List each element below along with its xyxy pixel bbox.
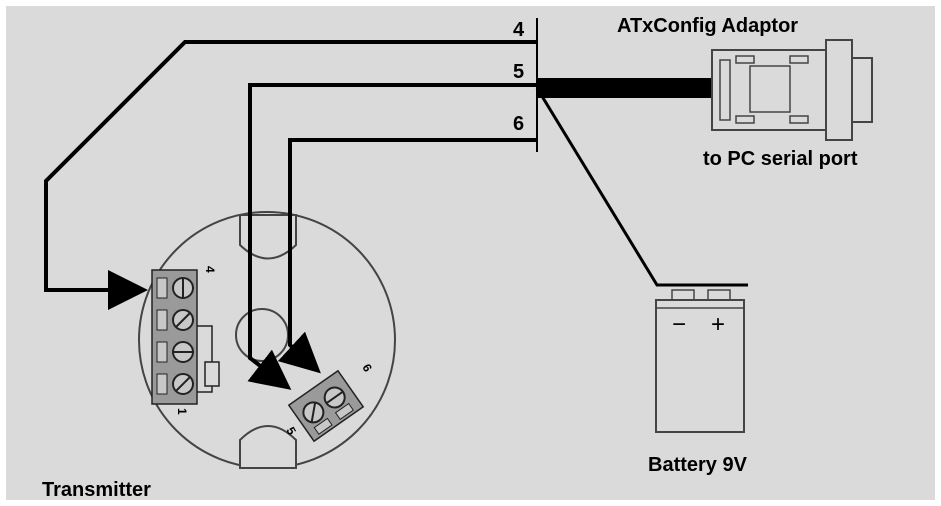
resistor-link: [197, 325, 213, 362]
screw-terminal-2: [156, 341, 194, 363]
terminal-block-1-4: [151, 269, 220, 405]
terminal-number-1: 1: [175, 408, 189, 415]
screw-terminal-3: [156, 309, 194, 331]
wire-label-6: 6: [513, 113, 524, 135]
screw-terminal-4: [156, 277, 194, 299]
wire-battery: [535, 87, 748, 287]
battery: [655, 289, 745, 433]
adaptor-cable: [537, 78, 723, 98]
adaptor-label: ATxConfig Adaptor: [617, 15, 798, 37]
battery-plus-terminal: +: [711, 311, 725, 338]
terminal-number-4: 4: [203, 266, 217, 273]
screw-terminal-1: [156, 373, 194, 395]
battery-label: Battery 9V: [648, 454, 748, 476]
wire-label-5: 5: [513, 61, 524, 83]
wire-6: [277, 138, 537, 374]
resistor: [204, 361, 220, 387]
battery-minus-terminal: −: [672, 311, 686, 338]
adaptor-connector: [711, 39, 873, 141]
pc-port-label: to PC serial port: [703, 148, 858, 170]
wire-5: [247, 83, 537, 390]
terminal-block-5-6: [287, 369, 365, 443]
transmitter-label: Transmitter: [42, 479, 151, 501]
wire-label-4: 4: [513, 19, 525, 41]
wire-4: [44, 40, 537, 310]
